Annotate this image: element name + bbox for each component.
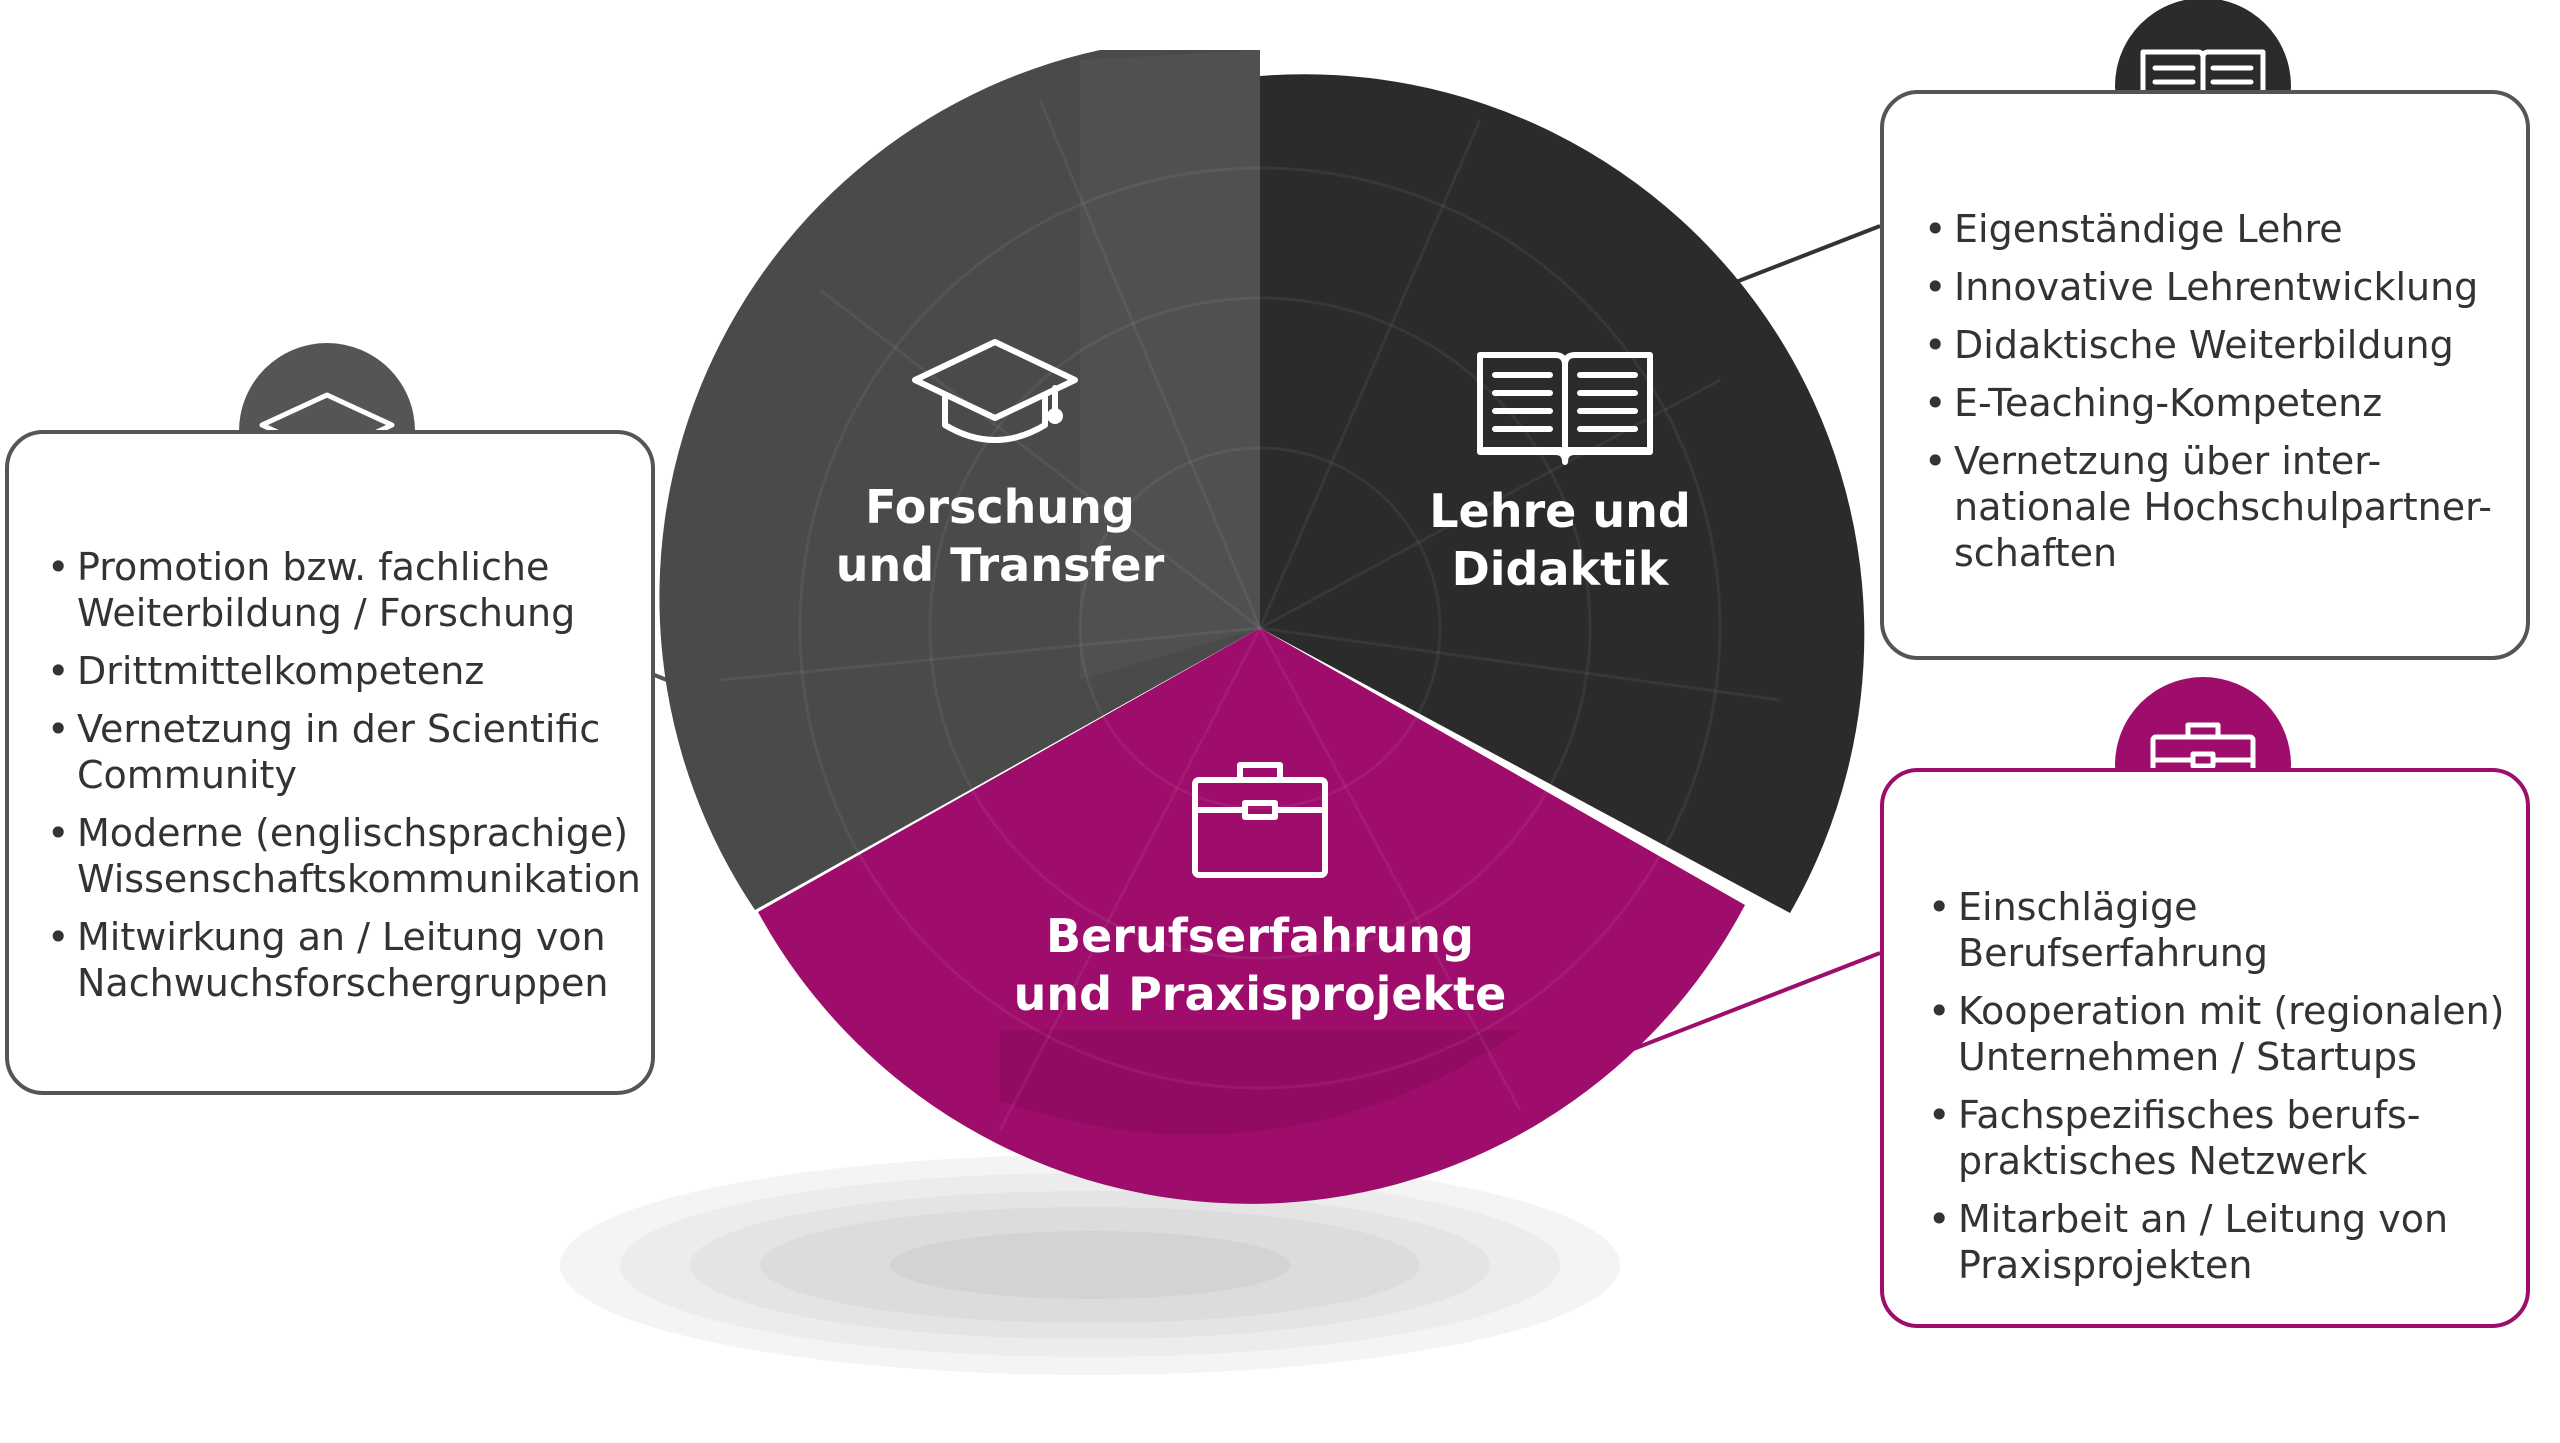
segment-beruf[interactable]	[758, 628, 1745, 1204]
list-item: Einschlägige Berufserfahrung	[1928, 884, 2506, 976]
card-forschung: Promotion bzw. fachliche Weiterbildung /…	[5, 430, 655, 1095]
segment-forschung-highlight	[1080, 50, 1260, 680]
list-item: Didaktische Weiterbildung	[1924, 322, 2506, 368]
segment-label-lehre: Lehre und Didaktik	[1429, 484, 1691, 596]
graduation-cap-icon	[912, 339, 1078, 443]
list-item: E-Teaching-Kompetenz	[1924, 380, 2506, 426]
list-item: Kooperation mit (regionalen) Unternehmen…	[1928, 988, 2506, 1080]
pie-grid	[719, 99, 1781, 1131]
connector-line-beruf	[1599, 951, 1881, 1064]
list-item: Mitwirkung an / Leitung von Nachwuchsfor…	[47, 914, 631, 1006]
card-beruf: Einschlägige Berufserfahrung Kooperation…	[1880, 768, 2530, 1328]
segment-beruf-shade	[1000, 1030, 1520, 1135]
list-item: Vernetzung in der Scientific Community	[47, 706, 631, 798]
list-item: Vernetzung über inter- nationale Hochsch…	[1924, 438, 2506, 576]
segment-label-beruf: Berufserfahrung und Praxisprojekte	[1013, 909, 1507, 1021]
list-item: Mitarbeit an / Leitung von Praxisprojekt…	[1928, 1196, 2506, 1288]
card-lehre: Eigenständige Lehre Innovative Lehrentwi…	[1880, 90, 2530, 660]
segment-label-forschung: Forschung und Transfer	[835, 480, 1165, 592]
list-item: Drittmittelkompetenz	[47, 648, 631, 694]
list-item: Fachspezifisches berufs- praktisches Net…	[1928, 1092, 2506, 1184]
list-item: Moderne (englischsprachige) Wissenschaft…	[47, 810, 641, 902]
list-item: Innovative Lehrentwicklung	[1924, 264, 2506, 310]
open-book-icon	[1477, 352, 1653, 465]
card-forschung-list: Promotion bzw. fachliche Weiterbildung /…	[47, 544, 641, 1006]
card-beruf-list: Einschlägige Berufserfahrung Kooperation…	[1928, 884, 2506, 1288]
list-item: Promotion bzw. fachliche Weiterbildung /…	[47, 544, 631, 636]
card-lehre-list: Eigenständige Lehre Innovative Lehrentwi…	[1924, 206, 2506, 576]
floor-shadow	[560, 1155, 1620, 1375]
segment-lehre[interactable]	[1260, 74, 1865, 914]
list-item: Eigenständige Lehre	[1924, 206, 2506, 252]
briefcase-icon	[1192, 762, 1328, 878]
